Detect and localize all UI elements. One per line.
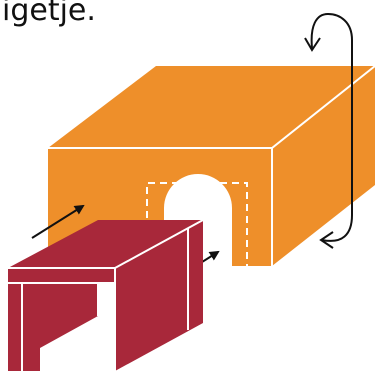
- orange-box-side: [272, 66, 375, 266]
- rotate-arrow-icon: [310, 12, 353, 242]
- red-bench-left-leg-inner: [22, 283, 40, 371]
- red-bench-left-leg: [8, 268, 115, 371]
- caption-text: igetje.: [2, 0, 96, 28]
- red-bench-side: [115, 220, 203, 371]
- red-bench: [8, 219, 204, 371]
- rotate-arrow-head-bottom: [319, 231, 334, 249]
- push-arrow-icon: [31, 204, 85, 239]
- red-bench-top: [8, 220, 203, 268]
- red-bench-apron: [40, 283, 98, 348]
- rotate-arrow-head-top: [304, 37, 321, 52]
- orange-box-top: [48, 66, 375, 148]
- orange-box: [48, 65, 376, 266]
